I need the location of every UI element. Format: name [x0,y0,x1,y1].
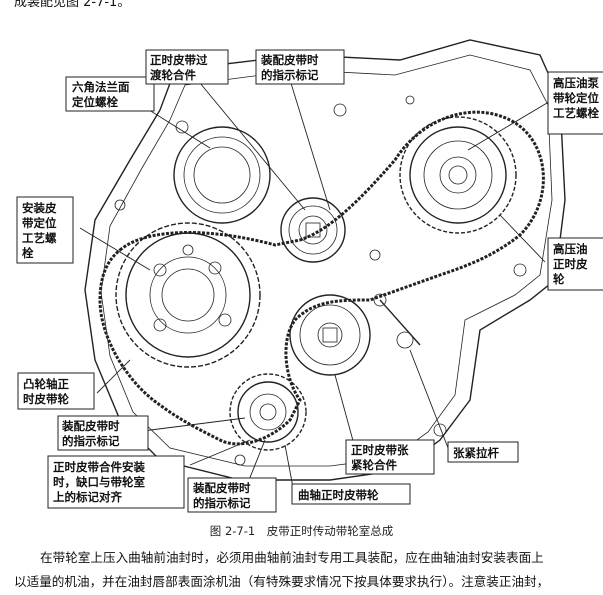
svg-text:上的标记对齐: 上的标记对齐 [53,490,122,504]
svg-text:带定位: 带定位 [22,216,57,230]
svg-text:高压油泵: 高压油泵 [553,76,599,90]
svg-text:时皮带轮: 时皮带轮 [23,392,69,406]
svg-text:定位螺栓: 定位螺栓 [72,95,118,109]
figure-caption: 图 2-7-1 皮带正时传动带轮室总成 [209,524,394,538]
svg-text:高压油: 高压油 [553,242,588,256]
hp-pump-pulley [399,116,517,234]
svg-text:轮: 轮 [553,272,565,286]
belt-drive-diagram: 六角法兰面 定位螺栓 正时皮带过 渡轮合件 装配皮带时 的指示标记 高压油泵 带… [16,39,603,513]
svg-text:时，缺口与带轮室: 时，缺口与带轮室 [53,475,145,489]
label-hp-pump-pulley: 高压油 正时皮 轮 [547,237,603,291]
svg-text:装配皮带时: 装配皮带时 [260,53,319,67]
svg-text:张紧拉杆: 张紧拉杆 [453,446,499,460]
label-hex-flange: 六角法兰面 定位螺栓 [65,76,155,112]
label-install-bolt: 安装皮 带定位 工艺螺 栓 [16,196,74,264]
svg-text:工艺螺: 工艺螺 [22,231,57,245]
housing-outline [84,39,566,481]
svg-text:渡轮合件: 渡轮合件 [150,68,196,82]
label-mark-bottom: 装配皮带时 的指示标记 [187,477,277,513]
body-paragraph: 在带轮室上压入曲轴前油封时，必须用曲轴前油封专用工具装配，应在曲轴油封安装表面上… [14,546,603,594]
svg-text:正时皮带张: 正时皮带张 [351,443,409,457]
label-tension-rod: 张紧拉杆 [447,441,519,463]
svg-text:正时皮带过: 正时皮带过 [150,53,208,67]
svg-text:六角法兰面: 六角法兰面 [72,80,130,94]
timing-belt [98,110,545,446]
svg-text:紧轮合件: 紧轮合件 [351,458,397,472]
svg-text:正时皮: 正时皮 [553,257,588,271]
svg-text:的指示标记: 的指示标记 [193,496,251,510]
paragraph-line-1: 在带轮室上压入曲轴前油封时，必须用曲轴前油封专用工具装配，应在曲轴油封安装表面上 [40,550,544,565]
svg-text:凸轮轴正: 凸轮轴正 [23,377,69,391]
svg-text:带轮定位: 带轮定位 [553,91,599,105]
svg-text:装配皮带时: 装配皮带时 [61,419,120,433]
label-cam-pulley: 凸轮轴正 时皮带轮 [17,372,95,410]
svg-text:工艺螺栓: 工艺螺栓 [553,106,599,120]
tensioner-pulley [289,294,371,376]
housing-inner-outline [100,54,553,467]
tension-rod [373,293,421,349]
svg-text:正时皮带合件安装: 正时皮带合件安装 [53,460,145,474]
label-assembly-note: 正时皮带合件安装 时，缺口与带轮室 上的标记对齐 [47,455,185,509]
paragraph-line-2: 以适量的机油，并在油封唇部表面涂机油（有特殊要求情况下按具体要求执行）。注意装正… [14,574,550,589]
svg-text:的指示标记: 的指示标记 [261,68,319,82]
label-hp-pump-bolt: 高压油泵 带轮定位 工艺螺栓 [547,71,603,135]
bolt-holes [114,95,527,466]
svg-text:安装皮: 安装皮 [22,201,57,215]
label-tensioner: 正时皮带张 紧轮合件 [345,439,435,475]
label-crank-pulley: 曲轴正时皮带轮 [291,483,411,505]
crankshaft-pulley [229,373,307,451]
svg-text:的指示标记: 的指示标记 [62,434,120,448]
label-mark-top: 装配皮带时 的指示标记 [255,49,345,85]
svg-text:曲轴正时皮带轮: 曲轴正时皮带轮 [298,488,379,502]
label-idler: 正时皮带过 渡轮合件 [145,49,229,85]
svg-text:栓: 栓 [22,246,34,260]
camshaft-pulley [115,222,261,368]
idler-pulley [280,197,346,263]
svg-text:装配皮带时: 装配皮带时 [192,481,251,495]
upper-left-plate [173,126,271,224]
label-mark-left: 装配皮带时 的指示标记 [57,415,149,451]
top-text: 成装配见图 2-7-1。 [14,0,131,10]
